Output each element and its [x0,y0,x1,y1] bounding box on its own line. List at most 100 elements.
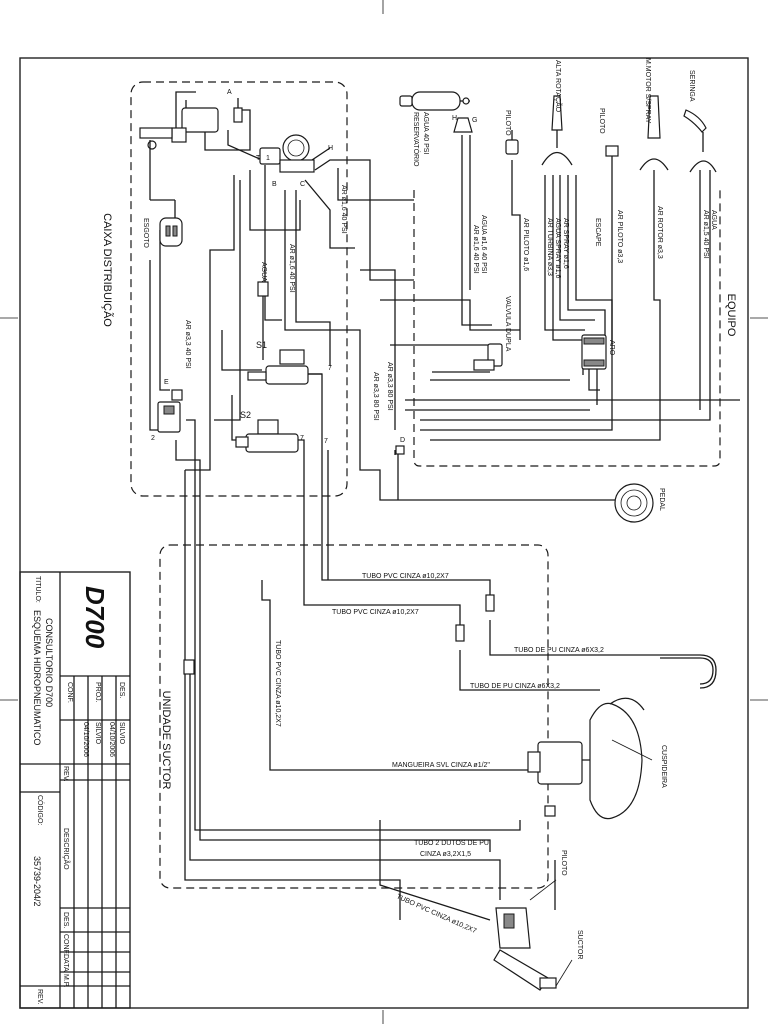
col-conf: CONF. [62,934,69,955]
agua-fitting: AGUA [257,262,269,297]
pipe-label-tubo-pu-2: TUBO DE PU CINZA ø6X3,2 [470,683,560,690]
des-label: DES. [118,682,125,698]
pipe-label-escape: ESCAPE [594,218,601,247]
title-line-2: CONSULTORIO D700 [44,618,54,707]
proj-name: SILVIO [94,722,101,745]
letter-g: G [472,117,477,124]
micro-motor-handpiece: M.MOTOR S/SPRAY [639,58,669,171]
letter-a-top: A [227,89,232,96]
pipe-label-ar16-40-a: AR ø1,6 40 PSI [340,185,347,234]
pipe-label-ar-piloto33: AR PILOTO ø3,3 [616,210,623,263]
pipe-label-ar16-40-c: AR ø1,6 40 PSI [472,225,479,274]
cuspideira-label: CUSPIDEIRA [660,745,667,788]
cuspideira: CUSPIDEIRA [527,697,667,820]
drawing-number: D700 [80,586,110,649]
piloto-right-fitting: PILOTO [598,108,619,157]
descricao-label: DESCRIÇÃO [62,828,71,870]
letter-e-left: E [164,379,169,386]
m-motor-label: M.MOTOR S/SPRAY [644,58,651,124]
pedal: PEDAL D 7 [324,437,665,523]
caixa-distribuicao-label: CAIXA DISTRIBUIÇÃO [101,213,114,327]
pipe-label-tubo-pvc-vertical: TUBO PVC CINZA ø10,2X7 [274,640,281,727]
reservatorio-agua: RESERVATÓRIO AGUA 40 PSI G H [399,91,477,167]
letter-b: B [272,181,277,188]
solenoid-valve-s1: S1 7 [247,340,332,385]
unidade-suctor-region [159,544,549,889]
pipe-label-ar-turbina: AR TURBINA ø3,3 [546,218,553,276]
piloto-top-label: PILOTO [504,110,511,136]
pipe-label-ar16-40-b: AR ø1,6 40 PSI [288,244,295,293]
piloto-right-label: PILOTO [598,108,605,134]
piloto-bottom-label: PILOTO [560,850,567,876]
seringa-label: SERINGA [688,70,695,102]
s1-label: S1 [256,340,267,350]
s2-label: S2 [240,410,251,420]
saliva-ejector [660,654,717,689]
letter-7b: 7 [300,435,304,442]
pressure-switch-e: E 2 [151,379,183,442]
pipe-label-agua16-40: AGUA ø1,6 40 PSI [480,215,487,273]
codigo-label: CÓDIGO: [36,795,45,825]
conf-label: CONF. [66,682,73,703]
valvula-dupla: VALVULA DUPLA [473,296,511,371]
letter-2: 2 [151,435,155,442]
alta-rotacao-handpiece: ALTA ROTAÇÃO [541,60,573,166]
col-mp: M.P. [62,974,69,988]
pipe-label-agua-spray: AGUA SPRAY ø1,6 [554,218,561,279]
des-name: SILVIO [118,722,125,745]
suctor-label: SUCTOR [576,930,583,959]
titulo-label: TITULO: [34,576,41,603]
letter-c: C [300,181,305,188]
equipo-label: EQUIPO [725,294,737,337]
agua-small-label: AGUA [260,262,267,282]
letter-77: 7 [328,365,332,372]
pipe-label-tubo-pvc-2: TUBO PVC CINZA ø10,2X7 [332,609,419,616]
alta-rotacao-label: ALTA ROTAÇÃO [554,60,563,113]
col-rev: REV. [36,989,43,1005]
solenoid-valve-s2: S2 7 [235,410,304,453]
aro-label: ARO [608,340,615,356]
pipe-label-ar63-80-a: AR ø3,3 80 PSI [386,362,393,411]
fitting-a-top: A [227,89,243,123]
filter-regulator [139,107,219,230]
pipe-label-tubo-pvc-1: TUBO PVC CINZA ø10,2X7 [362,573,449,580]
pipe-label-tubo-pvc-diagonal: TUBO PVC CINZA ø10,2X7 [395,893,477,935]
letter-h: H [328,145,333,152]
seringa-handpiece: SERINGA [683,70,717,173]
drawing-frame [19,57,749,1009]
aro-manifold: ARO [581,334,615,370]
title-line-1: ESQUEMA HIDROPNEUMATICO [32,610,42,745]
proj-date: 04/10/2006 [82,722,89,757]
piloto-handpiece-top: PILOTO [504,110,519,155]
pipe-label-tubo-2-dutos-2: CINZA ø3,2X1,5 [420,851,471,858]
inline-fittings [183,445,556,817]
pipe-label-ar15-40: AR ø1,5 40 PSI [702,210,709,259]
letter-d: D [400,437,405,444]
pipe-labels: AR ø1,6 40 PSI AR ø1,6 40 PSI AR ø3,3 40… [184,185,717,935]
pipe-label-mangueira: MANGUEIRA SVL CINZA ø1/2" [392,762,490,769]
rev-label-left: REV. [62,766,69,782]
pedal-label: PEDAL [658,488,665,511]
pipe-label-tubo-2-dutos-1: TUBO 2 DUTOS DE PU [414,840,489,847]
col-des: DES. [62,912,69,928]
pipe-label-tubo-pu-1: TUBO DE PU CINZA ø6X3,2 [514,647,604,654]
pipe-label-ar-piloto16: AR PILOTO ø1,6 [522,218,529,271]
caixa-distribuicao-region [130,81,348,497]
pipe-label-ar63-80-b: AR ø3,3 80 PSI [372,372,379,421]
col-data: DATA [62,954,69,972]
main-valve-block: T 1 B C H [256,134,333,188]
pipe-label-ar-rotor: AR ROTOR ø3,3 [656,206,663,259]
letter-t-top: T [256,155,261,162]
esgoto-label: ESGOTO [142,218,149,248]
unidade-suctor-label: UNIDADE SUCTOR [160,691,172,790]
agua-40-label: AGUA 40 PSI [422,112,429,154]
pipe-label-ar-spray: AR SPRAY ø1,6 [562,218,569,269]
pipe-label-ar63-40: AR ø3,3 40 PSI [184,320,191,369]
pipe-label-agua-right: AGUA [710,210,717,230]
proj-label: PROJ. [94,682,101,703]
valvula-dupla-label: VALVULA DUPLA [504,296,511,352]
letter-1: 1 [266,155,270,162]
letter-h-res: H [452,115,457,122]
des-date: 04/10/2006 [108,722,115,757]
